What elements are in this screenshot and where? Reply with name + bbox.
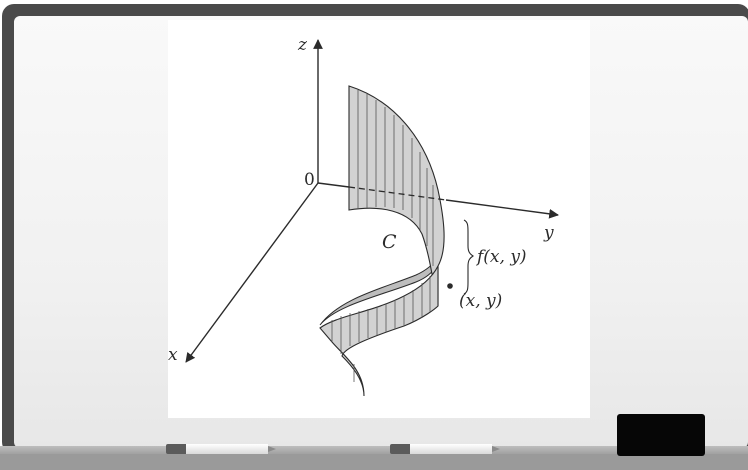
y-axis-hidden-segment <box>348 186 447 201</box>
marker-tip <box>492 446 500 452</box>
z-axis-label: z <box>297 35 308 55</box>
marker-barrel <box>186 444 268 454</box>
origin-label: 0 <box>304 170 315 190</box>
ribbon-lower-curtain <box>319 265 439 397</box>
x-axis <box>185 182 319 363</box>
curve-c-label: C <box>382 231 397 253</box>
whiteboard-marker-right[interactable] <box>390 444 500 454</box>
surface-integral-figure: z 0 y x C f(x, y) (x, y) <box>168 20 590 418</box>
whiteboard-marker-left[interactable] <box>166 444 276 454</box>
marker-cap <box>166 444 186 454</box>
x-axis-label: x <box>168 345 178 365</box>
height-function-label: f(x, y) <box>475 247 527 267</box>
marker-barrel <box>410 444 492 454</box>
height-brace <box>463 219 474 295</box>
point-marker <box>447 283 453 289</box>
curtain-diagram-svg: z 0 y x C f(x, y) (x, y) <box>168 35 559 397</box>
marker-cap <box>390 444 410 454</box>
y-axis-label: y <box>543 223 554 243</box>
whiteboard-eraser[interactable] <box>617 414 705 456</box>
ribbon-hatching-upper <box>357 90 434 266</box>
marker-tip <box>268 446 276 452</box>
y-axis-segment-far <box>445 199 559 219</box>
point-coordinate-label: (x, y) <box>459 291 502 311</box>
marker-tray-lip <box>0 454 748 470</box>
ribbon-hatching-lower <box>331 276 431 382</box>
y-axis-segment-near <box>317 182 350 188</box>
